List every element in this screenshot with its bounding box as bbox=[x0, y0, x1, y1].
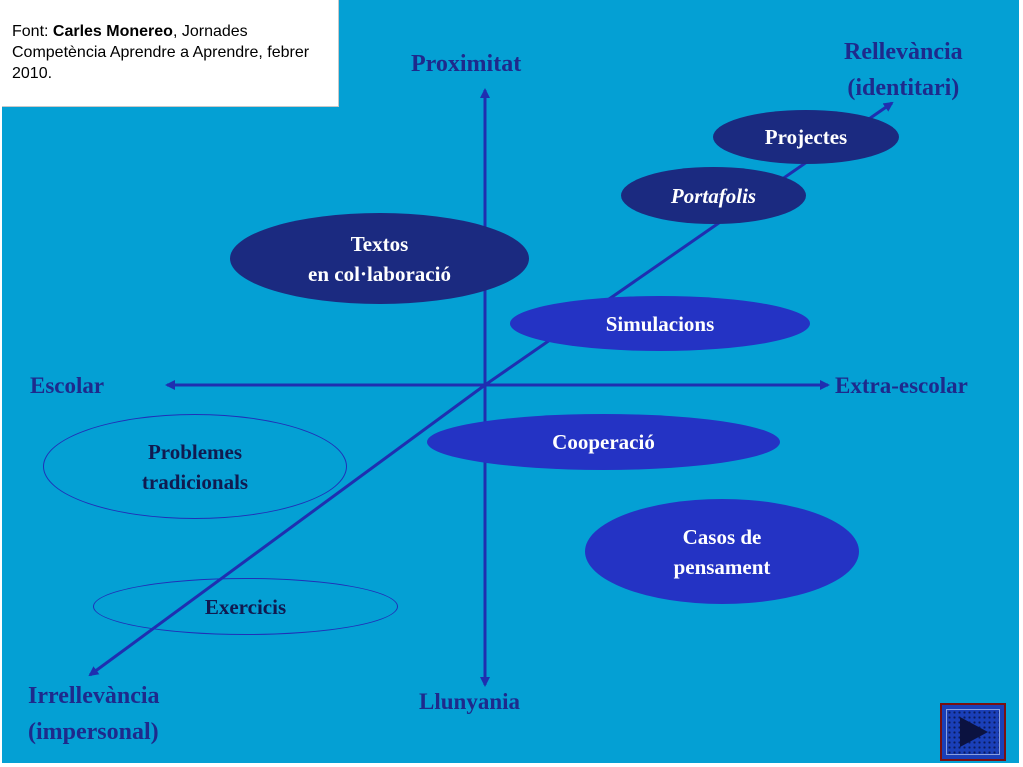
source-note-rest: , Jornades Competència Aprendre a Aprend… bbox=[12, 23, 310, 82]
node-casos-line1: Casos de bbox=[682, 524, 762, 549]
node-simulacions-label: Simulacions bbox=[605, 311, 715, 336]
node-casos-line2: pensament bbox=[673, 554, 771, 579]
axis-label-diagonal-bottom-line1: Irrellevància bbox=[28, 683, 160, 709]
node-problemes-line1: Problemes bbox=[147, 439, 243, 464]
axis-label-top: Proximitat bbox=[411, 51, 522, 77]
axis-label-diagonal-bottom: Irrellevància (impersonal) bbox=[28, 678, 160, 750]
node-projectes: Projectes bbox=[713, 110, 899, 164]
node-textos-collaboracio: Textos en col·laboració bbox=[230, 213, 529, 304]
node-portafolis: Portafolis bbox=[621, 167, 806, 224]
node-problemes-tradicionals: Problemes tradicionals bbox=[43, 414, 347, 519]
node-textos-line2: en col·laboració bbox=[308, 261, 451, 286]
source-note: Font: Carles Monereo, Jornades Competènc… bbox=[2, 0, 339, 107]
node-portafolis-label: Portafolis bbox=[670, 183, 757, 208]
axis-label-right: Extra-escolar bbox=[835, 373, 968, 398]
axis-label-diagonal-top-line1: Rellevància bbox=[844, 39, 963, 65]
node-projectes-label: Projectes bbox=[764, 125, 848, 149]
node-simulacions: Simulacions bbox=[510, 296, 810, 351]
node-cooperacio: Cooperació bbox=[427, 414, 780, 470]
source-note-author: Carles Monereo bbox=[52, 23, 173, 40]
axis-label-left: Escolar bbox=[30, 373, 105, 398]
next-slide-button[interactable] bbox=[940, 703, 1006, 761]
axis-label-bottom: Llunyania bbox=[419, 689, 520, 714]
axis-label-diagonal-bottom-line2: (impersonal) bbox=[28, 719, 159, 745]
play-triangle-icon bbox=[960, 717, 988, 747]
source-note-prefix: Font: bbox=[12, 23, 53, 40]
node-textos-line1: Textos bbox=[350, 231, 409, 256]
axis-label-diagonal-top-line2: (identitari) bbox=[847, 75, 960, 101]
node-casos-pensament: Casos de pensament bbox=[585, 499, 859, 604]
axis-label-diagonal-top: Rellevància (identitari) bbox=[844, 34, 963, 106]
node-exercicis: Exercicis bbox=[93, 578, 398, 635]
node-problemes-line2: tradicionals bbox=[141, 469, 249, 494]
node-cooperacio-label: Cooperació bbox=[552, 430, 655, 454]
node-exercicis-label: Exercicis bbox=[204, 594, 287, 619]
